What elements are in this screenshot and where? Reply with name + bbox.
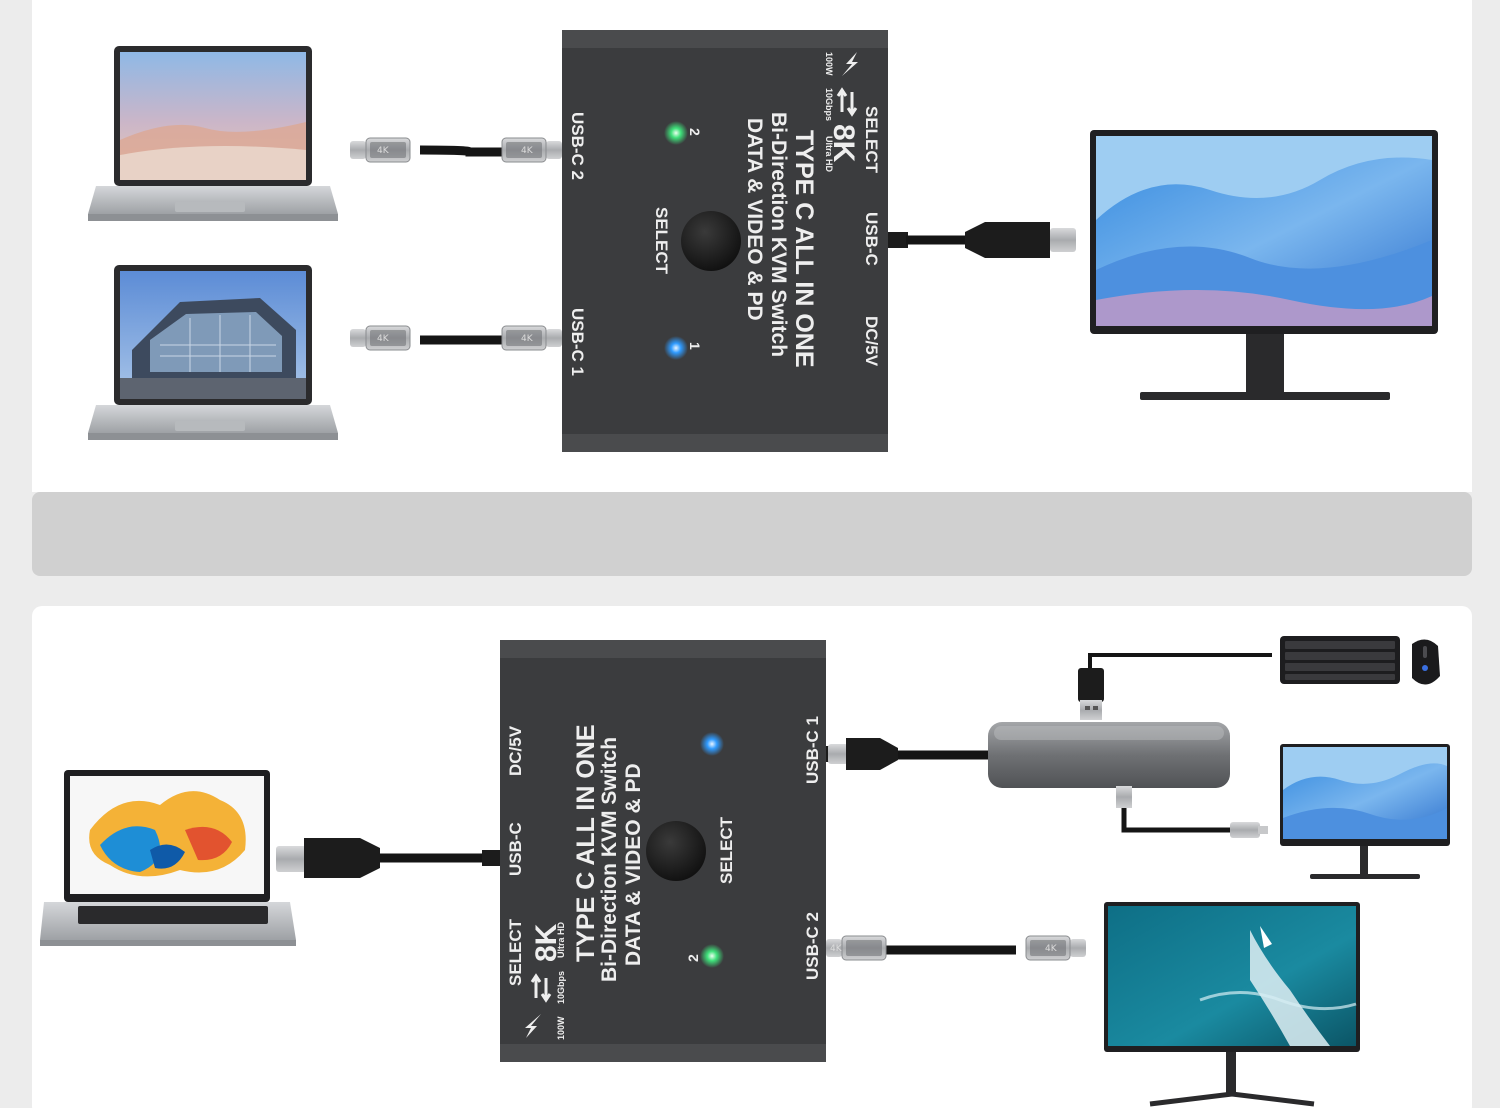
- mouse-icon: [1412, 639, 1440, 685]
- button-label: SELECT: [717, 816, 736, 884]
- connector-marking: 4K: [1045, 944, 1058, 954]
- usb-hub-icon: [988, 722, 1230, 788]
- led-label-2: 2: [685, 954, 701, 962]
- keyboard-icon: [1280, 636, 1400, 684]
- monitor-icon: [1280, 744, 1450, 879]
- port-label-usb-c: USB-C: [506, 822, 525, 876]
- switch-title: TYPE C ALL IN ONE: [790, 130, 818, 368]
- select-button[interactable]: [681, 211, 741, 271]
- connector-marking: 4K: [377, 334, 390, 344]
- power-label: 100W: [824, 52, 834, 76]
- kvm-switch-top: USB-C 2 USB-C 1 2 1 SELECT DATA & VIDEO …: [562, 30, 888, 452]
- switch-title: TYPE C ALL IN ONE: [572, 724, 600, 962]
- switch-features: DATA & VIDEO & PD: [622, 763, 645, 966]
- usb-a-plug-icon: [1078, 653, 1272, 720]
- switch-subtitle: Bi-Direction KVM Switch: [598, 737, 621, 982]
- monitor-icon: [1090, 130, 1438, 400]
- port-label-usb-c: USB-C: [862, 212, 881, 266]
- connector-marking: 4K: [830, 944, 843, 954]
- led-label-2: 2: [687, 128, 703, 136]
- connector-marking: 4K: [377, 146, 390, 156]
- port-label-usb-c1: USB-C 1: [803, 716, 822, 784]
- laptop-icon: [88, 46, 338, 221]
- divider-band: [32, 492, 1472, 576]
- connector-marking: 4K: [521, 334, 534, 344]
- button-label: SELECT: [652, 207, 671, 275]
- usb-c-cable: 4K 4K: [825, 935, 1087, 961]
- laptop-icon: [88, 265, 338, 440]
- port-label-dc: DC/5V: [862, 316, 881, 367]
- led-indicator-1: [664, 336, 688, 360]
- led-label-1: 1: [687, 342, 703, 350]
- resolution-badge: 8K: [827, 124, 860, 163]
- usb-c-cable: [826, 738, 990, 770]
- usb-c-cable: 4K 4K: [349, 325, 563, 351]
- switch-features: DATA & VIDEO & PD: [743, 118, 766, 321]
- usb-c-cable: 4K 4K: [349, 137, 563, 163]
- usb-c-cable: [1116, 786, 1268, 838]
- led-indicator-1: [700, 732, 724, 756]
- resolution-note: Ultra HD: [556, 921, 566, 958]
- lightning-icon: [525, 1014, 541, 1038]
- switch-subtitle: Bi-Direction KVM Switch: [767, 112, 790, 357]
- usb-c-cable: [888, 222, 1076, 258]
- power-label: 100W: [556, 1016, 566, 1040]
- resolution-badge: 8K: [530, 923, 563, 962]
- connector-marking: 4K: [521, 146, 534, 156]
- bidirectional-arrows-icon: [530, 973, 552, 1003]
- port-label-usb-c2: USB-C 2: [568, 112, 587, 180]
- led-indicator-2: [664, 121, 688, 145]
- monitor-icon: [1104, 902, 1360, 1107]
- port-label-usb-c1: USB-C 1: [568, 308, 587, 376]
- select-button[interactable]: [646, 821, 706, 881]
- data-rate-label: 10Gbps: [556, 971, 566, 1004]
- kvm-switch-bottom: DC/5V USB-C SELECT 8K Ultra HD 10Gbps 10…: [500, 640, 826, 1062]
- data-rate-label: 10Gbps: [824, 88, 834, 121]
- laptop-icon: [40, 770, 296, 946]
- usb-c-cable: [276, 838, 502, 878]
- lightning-icon: [842, 52, 858, 76]
- port-label-usb-c2: USB-C 2: [803, 912, 822, 980]
- resolution-note: Ultra HD: [824, 136, 834, 173]
- select-label: SELECT: [862, 106, 881, 174]
- bidirectional-arrows-icon: [836, 87, 858, 117]
- select-label: SELECT: [506, 918, 525, 986]
- led-indicator-2: [700, 944, 724, 968]
- port-label-dc: DC/5V: [506, 725, 525, 776]
